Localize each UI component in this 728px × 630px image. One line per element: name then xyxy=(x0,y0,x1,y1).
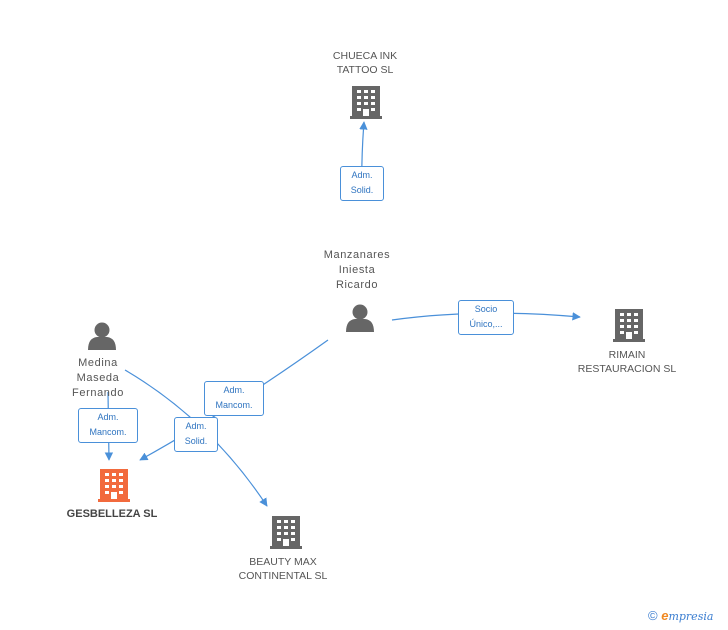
company-label-rimain[interactable]: RIMAIN RESTAURACION SL xyxy=(562,348,692,376)
edge-label-line: Socio xyxy=(474,304,498,314)
company-name-line: RIMAIN xyxy=(608,349,646,361)
edge-label-socio-unico[interactable]: Socio Único,... xyxy=(458,300,514,335)
company-label-chueca[interactable]: CHUECA INK TATTOO SL xyxy=(300,49,430,77)
edge-label-line: Solid. xyxy=(350,185,374,195)
company-name-line: BEAUTY MAX xyxy=(249,556,317,568)
person-icon[interactable] xyxy=(346,304,374,333)
person-icon[interactable] xyxy=(88,322,116,351)
edge-label-line: Único,... xyxy=(469,319,503,329)
company-name-line: RESTAURACION SL xyxy=(577,363,677,375)
building-icon[interactable] xyxy=(270,516,302,549)
edge-label-adm-solid-chueca[interactable]: Adm. Solid. xyxy=(340,166,384,201)
building-icon-focus[interactable] xyxy=(98,469,130,502)
edge-label-line: Adm. xyxy=(223,385,245,395)
person-label-medina[interactable]: Medina Maseda Fernando xyxy=(48,356,148,401)
person-name-line: Fernando xyxy=(72,387,124,399)
person-name-line: Maseda xyxy=(76,372,120,384)
company-name-line: CONTINENTAL SL xyxy=(238,570,328,582)
person-name-line: Iniesta xyxy=(338,264,376,276)
edge-label-adm-mancom-manzanares[interactable]: Adm. Mancom. xyxy=(204,381,264,416)
person-label-manzanares[interactable]: Manzanares Iniesta Ricardo xyxy=(297,248,417,293)
edge-label-line: Adm. xyxy=(97,412,119,422)
building-icon[interactable] xyxy=(613,309,645,342)
person-name-line: Manzanares xyxy=(323,249,391,261)
company-name-line: CHUECA INK xyxy=(332,50,398,62)
edge-label-line: Adm. xyxy=(185,421,207,431)
edge-label-line: Mancom. xyxy=(89,427,127,437)
person-name-line: Ricardo xyxy=(335,279,379,291)
person-name-line: Medina xyxy=(78,357,118,369)
empresia-watermark: © empresia xyxy=(648,608,713,623)
company-name-line: GESBELLEZA SL xyxy=(66,508,158,520)
edge-label-line: Adm. xyxy=(351,170,373,180)
company-name-line: TATTOO SL xyxy=(336,64,394,76)
edge-label-line: Solid. xyxy=(184,436,208,446)
company-label-beauty[interactable]: BEAUTY MAX CONTINENTAL SL xyxy=(218,555,348,583)
edge-label-adm-solid-beauty[interactable]: Adm. Solid. xyxy=(174,417,218,452)
edge-label-adm-mancom-medina[interactable]: Adm. Mancom. xyxy=(78,408,138,443)
copyright-symbol: © xyxy=(648,608,658,623)
company-label-gesbelleza[interactable]: GESBELLEZA SL xyxy=(42,507,182,521)
brand-name: mpresia xyxy=(668,610,714,623)
building-icon[interactable] xyxy=(350,86,382,119)
edge-label-line: Mancom. xyxy=(215,400,253,410)
brand-initial: e xyxy=(661,608,669,623)
